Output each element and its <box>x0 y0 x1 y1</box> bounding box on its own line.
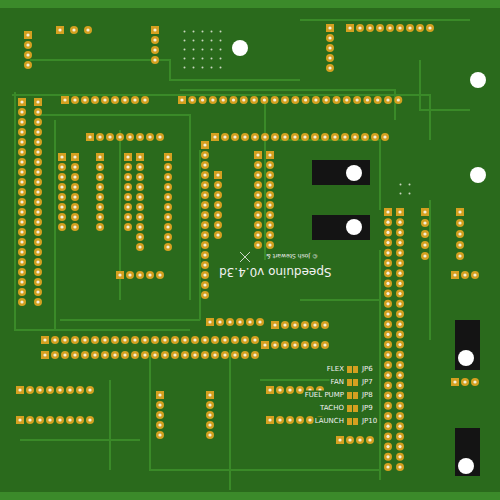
jumper-pad <box>347 366 358 425</box>
logo-mark <box>240 252 250 262</box>
via-field <box>398 182 416 196</box>
jumper-label: TACHO <box>320 405 344 412</box>
jumper-label: FLEX <box>327 366 344 373</box>
jumper-label: JP10 <box>362 418 377 425</box>
jumper-label: FAN <box>331 379 344 386</box>
board-edge <box>0 492 500 500</box>
jumper-label: JP9 <box>362 405 373 412</box>
jumper-label: FUEL PUMP <box>305 392 344 399</box>
trace-group <box>12 20 470 490</box>
pad-group <box>16 24 479 471</box>
silkscreen-block <box>312 160 480 476</box>
silkscreen-text: © Josh Stewart & <box>266 253 318 259</box>
silkscreen-text: Speeduino v0.4.3d <box>219 266 332 278</box>
board-edge <box>0 0 500 8</box>
mounting-hole <box>232 40 486 474</box>
jumper-label: JP7 <box>362 379 373 386</box>
jumper-label: LAUNCH <box>315 418 344 425</box>
via-field <box>180 30 225 75</box>
jumper-label: JP8 <box>362 392 373 399</box>
jumper-label: JP6 <box>362 366 373 373</box>
